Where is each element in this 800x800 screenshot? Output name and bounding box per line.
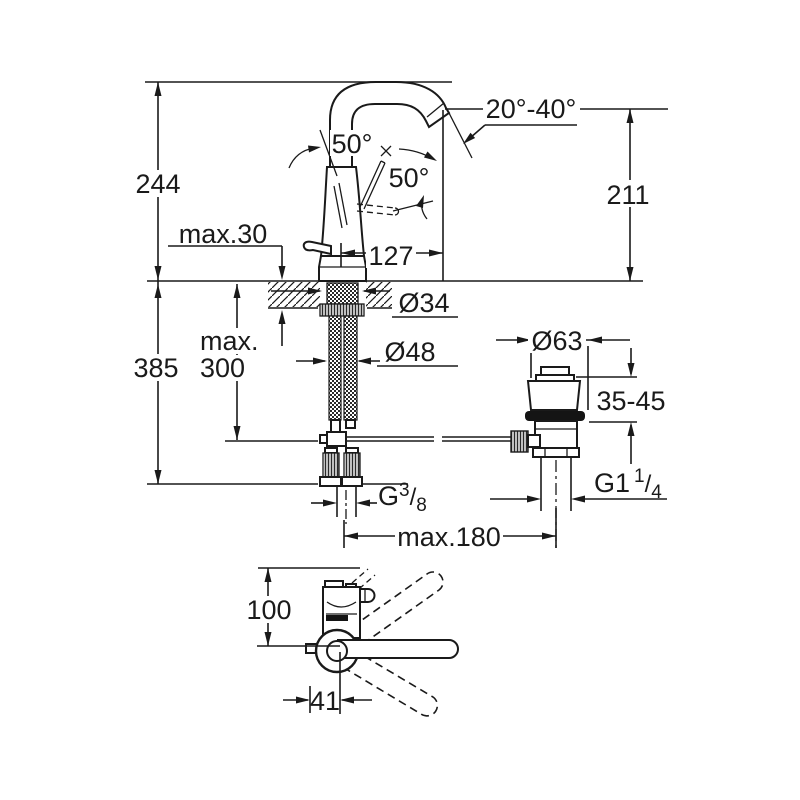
dim-max180-label: max.180 (397, 522, 501, 552)
dim-127-label: 127 (368, 241, 413, 271)
spout-outline (329, 81, 451, 168)
aerator-line (426, 102, 445, 118)
body-dark-band (326, 615, 348, 621)
dim-lever-angle-label: 50° (389, 163, 430, 193)
top-view-dimensions (257, 567, 372, 714)
rod-tee (326, 431, 347, 447)
rod-adapter (330, 419, 341, 433)
dim-g38-label: G3/8 (378, 480, 427, 516)
top-view-labels: 100 41 (241, 595, 340, 716)
lever-handle (302, 240, 332, 256)
lever-horizontal-position (356, 203, 400, 216)
waste-flange-seal (525, 411, 585, 421)
top-view: 100 41 (241, 567, 459, 717)
waste-plug-cap (540, 366, 570, 376)
dim-max300-label-line1: max. (200, 326, 259, 356)
top-view-faucet (305, 580, 459, 674)
dim-max30-label: max.30 (179, 219, 268, 249)
dim-swivel-angle-label: 50° (332, 129, 373, 159)
dim-o63-label: Ø63 (531, 326, 582, 356)
waste-locknut (532, 447, 580, 458)
pop-up-rod (346, 436, 512, 442)
dim-211-label: 211 (606, 180, 649, 210)
connector-cap-right (345, 447, 359, 454)
spout-tilt-line (447, 110, 473, 159)
lever-angle-ext-line (392, 200, 434, 212)
dim-max300-label-line2: 300 (200, 353, 245, 383)
waste-lower-body (534, 420, 578, 449)
lever-raised-position (359, 160, 386, 210)
handle-hub-inner (326, 640, 348, 662)
body-shading-lines (333, 182, 348, 229)
connector-cap-left (324, 447, 338, 454)
shank-and-hoses (319, 282, 365, 524)
mounting-washer (319, 303, 365, 317)
faucet-body (302, 81, 451, 282)
dimension-labels: 244 max.30 385 max. 300 50° 50° 20°-40° … (131, 94, 667, 552)
swivel-center-x-marker (380, 145, 392, 157)
handle-dashed-up (330, 571, 444, 659)
hose-tip-right (345, 419, 356, 429)
dim-spout-tilt-label: 20°-40° (486, 94, 577, 124)
dim-o48-label: Ø48 (384, 337, 435, 367)
top-view-handle-swivel (330, 568, 444, 717)
supply-nut-right (341, 476, 363, 487)
handle-dashed-stub (351, 568, 376, 590)
deck-section (147, 280, 643, 309)
side-spout-plan (359, 588, 376, 603)
supply-hose-left (328, 315, 342, 421)
rod-tee-nub (319, 434, 328, 444)
supply-nut-left (319, 476, 342, 487)
body-dome-arc (326, 601, 357, 608)
dim-3545-label: 35-45 (596, 386, 665, 416)
hose-connector-left (322, 452, 340, 478)
front-view: 244 max.30 385 max. 300 50° 50° 20°-40° … (131, 81, 668, 552)
handle-plan-solid (337, 639, 459, 659)
waste-upper-body (526, 380, 582, 411)
dim-385-label: 385 (133, 353, 178, 383)
handle-dashed-down (330, 642, 439, 717)
waste-locknut-ticks (544, 448, 568, 457)
hose-connector-right (343, 452, 361, 478)
deck-hatch-left (268, 282, 320, 307)
swivel-limit-line (319, 129, 338, 177)
escutcheon (318, 255, 367, 282)
supply-hose-right (343, 315, 358, 421)
dim-244-label: 244 (135, 169, 180, 199)
waste-rod-knob (510, 430, 529, 453)
dim-41-label: 41 (310, 686, 340, 716)
dim-100-label: 100 (246, 595, 291, 625)
pop-up-waste (510, 366, 585, 550)
waste-rod-stem (527, 434, 541, 448)
threaded-shank (326, 282, 359, 305)
deck-hatch-right (366, 282, 392, 307)
dim-o34-label: Ø34 (398, 288, 449, 318)
